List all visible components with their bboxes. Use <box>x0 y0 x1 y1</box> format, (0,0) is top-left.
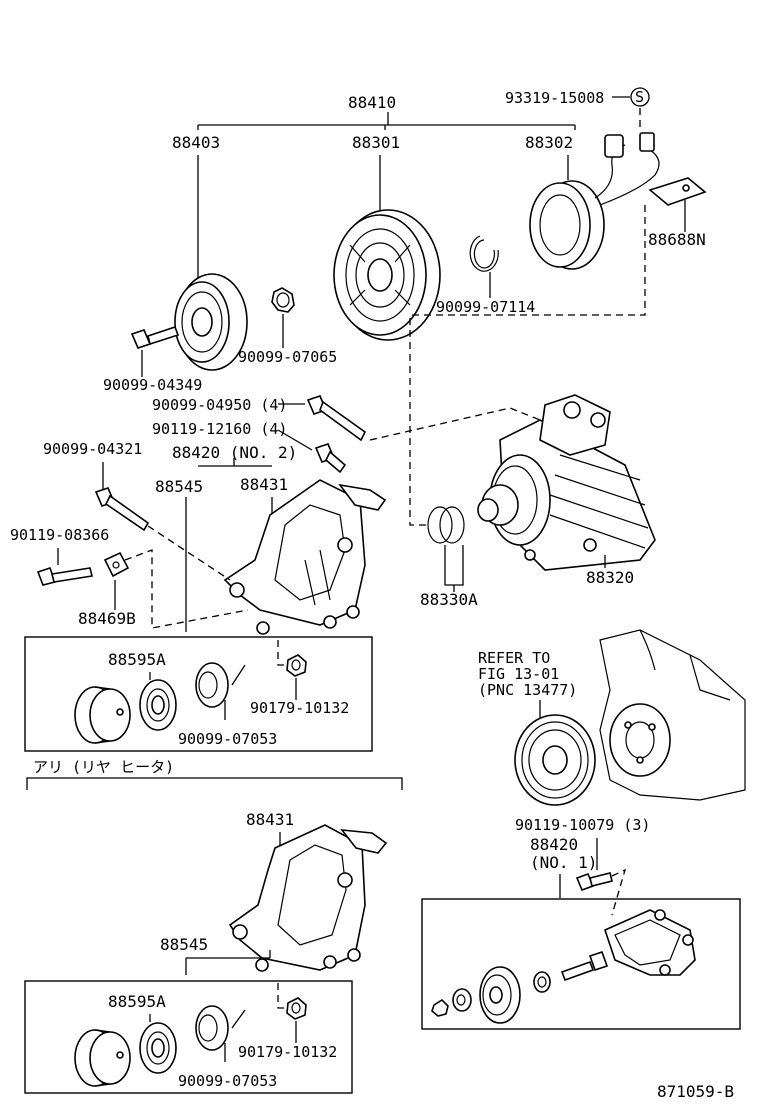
snap-ring-icon <box>469 235 499 272</box>
small-nut-icon <box>431 998 449 1017</box>
label-88595A-a: 88595A <box>108 650 166 669</box>
nut-icon <box>286 654 307 677</box>
stator-coil-icon <box>529 180 605 270</box>
label-88431-a: 88431 <box>240 475 288 494</box>
label-88431-b: 88431 <box>246 810 294 829</box>
clip-bracket-icon <box>648 177 707 206</box>
washer-icon <box>195 662 229 708</box>
bearing-lower-icon <box>139 1022 177 1074</box>
idler-box-upper <box>24 636 373 752</box>
refer-line-2: FIG 13-01 <box>478 665 559 683</box>
leader-88545-a <box>185 497 273 632</box>
compressor-icon <box>477 394 656 571</box>
refer-line-3: (PNC 13477) <box>478 681 577 699</box>
small-bolt-icon <box>36 566 93 586</box>
s-mark-label: S <box>635 88 644 106</box>
label-90099-04950: 90099-04950 (4) <box>152 396 287 414</box>
mount-bracket-icon <box>604 909 696 976</box>
idler-box-lower <box>24 980 353 1094</box>
leader-88410 <box>198 112 575 126</box>
label-88545-b: 88545 <box>160 935 208 954</box>
bracket-box-no1 <box>421 898 741 1030</box>
label-88420-no1-b: (NO. 1) <box>530 853 597 872</box>
leader-dashed-clutch <box>409 205 646 526</box>
crank-pulley-icon <box>514 714 596 806</box>
label-90119-08366: 90119-08366 <box>10 526 109 544</box>
stud-bolt-icon <box>314 443 347 474</box>
label-88320: 88320 <box>586 568 634 587</box>
label-90119-12160: 90119-12160 (4) <box>152 420 287 438</box>
label-88545-a: 88545 <box>155 477 203 496</box>
long-bolt-icon <box>306 395 367 442</box>
rear-heater-bracket-line <box>26 777 403 790</box>
leader-vertical <box>197 155 569 285</box>
idler-pulley-lower-icon <box>74 1029 131 1087</box>
small-washer-icon <box>533 971 551 993</box>
leader-dashed-nut-a <box>277 640 286 666</box>
figure-code: 871059-B <box>657 1082 734 1101</box>
leader-dashed-88469B <box>124 549 249 629</box>
label-90119-10079: 90119-10079 (3) <box>515 816 650 834</box>
washer-lower-icon <box>195 1005 229 1051</box>
s-mark-icon <box>630 87 650 107</box>
label-88330A: 88330A <box>420 590 478 609</box>
label-88469B: 88469B <box>78 609 136 628</box>
leader-90119-12160 <box>277 429 313 451</box>
label-88403: 88403 <box>172 133 220 152</box>
leader-88545-b <box>185 950 271 975</box>
rear-heater-note: アリ (リヤ ヒータ) <box>33 758 174 776</box>
pressure-plate-icon <box>174 273 248 371</box>
label-90099-07114: 90099-07114 <box>436 298 535 316</box>
leader-dashed-bolt <box>147 525 231 581</box>
leader-ticks <box>197 125 576 130</box>
label-88301: 88301 <box>352 133 400 152</box>
label-88302: 88302 <box>525 133 573 152</box>
idler-pulley-icon <box>74 686 131 744</box>
label-90179-10132-a: 90179-10132 <box>250 699 349 717</box>
nut-lower-icon <box>286 997 307 1020</box>
spacer-block-icon <box>103 551 130 578</box>
pulley-no1-icon <box>479 966 521 1024</box>
bracket-bolt-icon <box>94 487 150 532</box>
leader-dashed-nut-b <box>277 983 286 1009</box>
label-90099-04349: 90099-04349 <box>103 376 202 394</box>
leader-88330A <box>444 545 464 592</box>
wire-harness-icon <box>594 132 660 206</box>
bolt-icon <box>130 325 180 349</box>
refer-line-1: REFER TO <box>478 649 550 667</box>
engine-block-icon <box>599 629 746 801</box>
leader-dashed-10079 <box>611 868 627 916</box>
label-88420-no1-a: 88420 <box>530 835 578 854</box>
label-88595A-b: 88595A <box>108 992 166 1011</box>
bearing-icon <box>139 679 177 731</box>
label-88410: 88410 <box>348 93 396 112</box>
leader-88420-no2 <box>198 458 272 467</box>
long-mount-bolt-icon <box>560 950 609 982</box>
leader-90099-07053-a <box>224 664 246 720</box>
leader-90099-07053-b <box>224 1009 246 1062</box>
label-90099-07053-a: 90099-07053 <box>178 730 277 748</box>
label-88688N: 88688N <box>648 230 706 249</box>
spacer-washer-icon <box>452 988 472 1012</box>
label-88420-no2: 88420 (NO. 2) <box>172 443 297 462</box>
label-90099-07053-b: 90099-07053 <box>178 1072 277 1090</box>
shim-nut-icon <box>271 287 295 313</box>
label-90099-04321: 90099-04321 <box>43 440 142 458</box>
idler-bracket-lower-icon <box>228 824 388 972</box>
label-90179-10132-b: 90179-10132 <box>238 1043 337 1061</box>
mount-bolt-icon <box>575 872 613 892</box>
rotor-pulley-icon <box>333 209 441 341</box>
idler-bracket-icon <box>223 479 387 635</box>
label-90099-07065: 90099-07065 <box>238 348 337 366</box>
shim-ring-icon <box>427 506 465 544</box>
label-93319-15008: 93319-15008 <box>505 89 604 107</box>
